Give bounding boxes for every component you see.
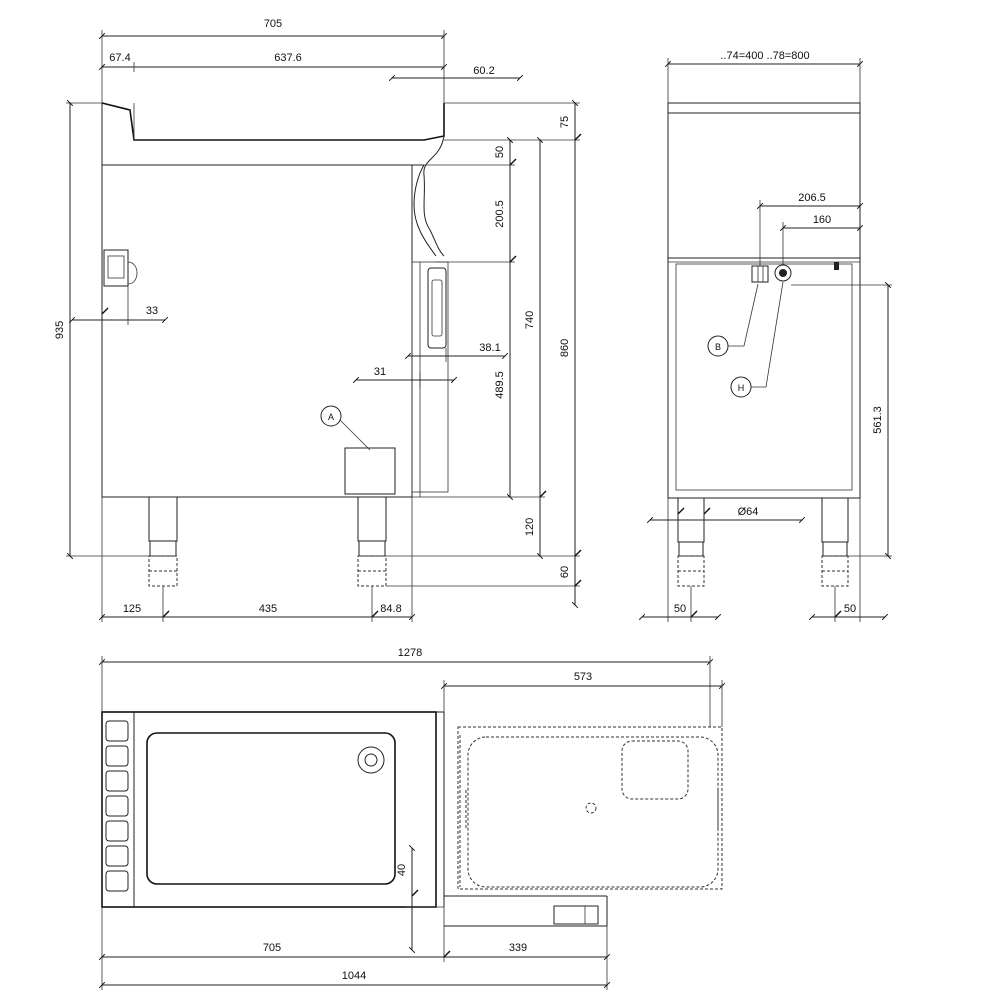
side-leg-right-extension — [357, 555, 387, 587]
dim-side-125: 125 — [123, 603, 141, 615]
dim-side-489-5: 489.5 — [494, 371, 506, 399]
front-view: B H ..74=400 ..78=800 206.5 160 561.3 — [638, 50, 892, 622]
front-top — [667, 102, 861, 114]
dim-front-50-right: 50 — [844, 603, 856, 615]
dim-side-705: 705 — [264, 18, 282, 30]
top-well — [146, 732, 396, 885]
dim-side-637-6: 637.6 — [274, 52, 302, 64]
dim-side-75: 75 — [559, 116, 571, 128]
dim-top-40: 40 — [396, 864, 408, 876]
component-a — [344, 447, 396, 495]
top-view: 1278 573 40 705 339 1044 — [98, 647, 726, 990]
top-tap-box — [553, 905, 599, 925]
dim-side-33: 33 — [146, 305, 158, 317]
drain-outer — [357, 746, 385, 774]
dim-top-1044: 1044 — [342, 970, 366, 982]
side-leg-right — [357, 496, 387, 542]
side-door-edge — [411, 261, 449, 493]
side-leg-left — [148, 496, 178, 542]
control-knobs — [105, 720, 129, 892]
dim-side-200-5: 200.5 — [494, 200, 506, 228]
dim-top-339: 339 — [509, 942, 527, 954]
top-extension — [457, 726, 723, 890]
side-leg-left-extension — [148, 555, 178, 587]
dim-front-width: ..74=400 ..78=800 — [720, 50, 809, 62]
top-body — [101, 711, 437, 908]
side-top-pan — [101, 102, 445, 141]
dim-front-d64: Ø64 — [738, 506, 759, 518]
side-back-profile — [423, 135, 445, 257]
dim-top-573: 573 — [574, 671, 592, 683]
label-b: B — [715, 342, 721, 352]
dim-top-1278: 1278 — [398, 647, 422, 659]
top-extension-basin — [621, 740, 689, 800]
side-view: A 705 67.4 637.6 60.2 50 — [54, 18, 582, 622]
dim-side-50: 50 — [494, 146, 506, 158]
label-h: H — [738, 383, 745, 393]
dim-front-561-3: 561.3 — [872, 406, 884, 434]
drain-inner — [364, 753, 378, 767]
dim-side-60-2: 60.2 — [473, 65, 494, 77]
side-tap — [103, 249, 129, 287]
label-a: A — [328, 412, 334, 422]
door-handle — [427, 267, 447, 349]
side-body — [101, 164, 413, 498]
dim-side-740: 740 — [524, 311, 536, 329]
dim-side-435: 435 — [259, 603, 277, 615]
dim-side-31: 31 — [374, 366, 386, 378]
dim-side-67-4: 67.4 — [109, 52, 130, 64]
dim-side-860: 860 — [559, 339, 571, 357]
connector-b — [751, 265, 769, 283]
front-leg-right — [821, 497, 849, 543]
dim-side-120: 120 — [524, 518, 536, 536]
dim-side-84-8: 84.8 — [380, 603, 401, 615]
front-indicator — [834, 262, 839, 270]
label-a-circle — [320, 405, 342, 427]
front-lower-body — [667, 257, 861, 499]
front-upper-body — [667, 112, 861, 259]
dim-front-50-left: 50 — [674, 603, 686, 615]
dim-side-38-1: 38.1 — [479, 342, 500, 354]
dim-side-60: 60 — [559, 566, 571, 578]
dim-side-935: 935 — [54, 321, 66, 339]
dim-front-206-5: 206.5 — [798, 192, 826, 204]
dim-front-160: 160 — [813, 214, 831, 226]
dim-top-705: 705 — [263, 942, 281, 954]
